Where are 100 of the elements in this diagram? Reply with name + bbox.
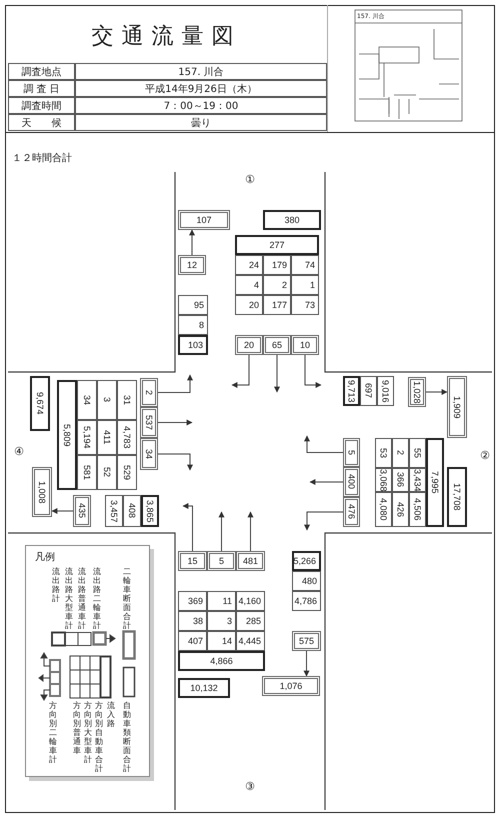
total-cell: 7,995 xyxy=(426,438,444,527)
count-cell: 53 xyxy=(375,438,392,468)
total-cell: 5,809 xyxy=(57,380,77,490)
arrow xyxy=(309,479,344,485)
field-value: 曇り xyxy=(75,114,327,131)
count-cell: 407 xyxy=(178,631,207,651)
count-box: 1,028 xyxy=(408,377,426,407)
arrow xyxy=(304,354,322,388)
count-box: 1,008 xyxy=(32,467,52,517)
count-box: 20 xyxy=(235,335,263,355)
count-cell: 34 xyxy=(77,380,97,420)
arrow xyxy=(189,229,195,256)
count-cell: 3 xyxy=(207,611,236,631)
count-box: 2 xyxy=(140,378,158,407)
count-cell: 14 xyxy=(207,631,236,651)
legend-text: 自動車類断面合計 xyxy=(122,701,132,773)
count-cell: 4,080 xyxy=(375,492,392,527)
count-cell: 366 xyxy=(392,468,409,492)
count-box: 575 xyxy=(292,631,321,651)
approach-number: ② xyxy=(479,448,491,463)
legend-text: 流出路二輪車計 xyxy=(92,567,102,630)
count-cell: 4,786 xyxy=(292,591,321,611)
count-box: 380 xyxy=(263,210,321,230)
count-cell: 697 xyxy=(360,376,377,406)
count-box: 1,076 xyxy=(262,676,320,696)
total-cell: 9,713 xyxy=(343,376,360,406)
approach-number: ① xyxy=(244,172,256,187)
count-box: 9,674 xyxy=(30,376,50,431)
count-cell: 4 xyxy=(235,275,263,295)
count-cell: 2 xyxy=(263,275,291,295)
arrow xyxy=(231,354,250,388)
arrow xyxy=(182,503,193,552)
count-box: 65 xyxy=(263,335,291,355)
count-cell: 31 xyxy=(117,380,137,420)
count-cell: 9,016 xyxy=(377,376,394,406)
count-cell: 179 xyxy=(263,255,291,275)
count-cell: 73 xyxy=(291,295,319,315)
count-box: 15 xyxy=(178,551,207,571)
approach-number: ④ xyxy=(13,444,25,459)
field-label: 調査時間 xyxy=(8,97,75,114)
count-cell: 411 xyxy=(97,420,117,455)
legend-text: 流入路 xyxy=(106,701,116,728)
count-cell: 3,457 xyxy=(105,495,123,527)
total-cell: 3,865 xyxy=(141,495,159,527)
legend-text: 方向別普通車 xyxy=(72,701,82,755)
legend-text: 方向別大型車計 xyxy=(83,701,93,764)
count-cell: 95 xyxy=(178,295,208,315)
count-cell: 529 xyxy=(117,455,137,490)
count-box: 1,909 xyxy=(447,376,467,438)
count-cell: 74 xyxy=(291,255,319,275)
field-value: 157. 川合 xyxy=(75,63,327,80)
arrow xyxy=(304,512,344,531)
count-box: 476 xyxy=(343,497,360,527)
count-box: 537 xyxy=(140,407,158,438)
field-label: 調 査 日 xyxy=(8,80,75,97)
arrow xyxy=(274,354,280,393)
total-cell: 5,266 xyxy=(292,551,321,571)
diagram-title: 交通流量図 xyxy=(90,22,242,50)
count-cell: 8 xyxy=(178,315,208,335)
legend-text: 方向別自動車合計 xyxy=(94,701,104,773)
arrow xyxy=(158,454,193,471)
count-box: 5 xyxy=(343,438,360,467)
arrow xyxy=(51,508,74,514)
arrow xyxy=(426,389,448,395)
count-cell: 20 xyxy=(235,295,263,315)
legend-text: 流出路計 xyxy=(51,567,61,603)
count-cell: 581 xyxy=(77,455,97,490)
count-cell: 24 xyxy=(235,255,263,275)
approach-number: ③ xyxy=(244,778,256,794)
count-box: 10,132 xyxy=(178,678,230,698)
count-cell: 4,445 xyxy=(236,631,265,651)
count-cell: 3 xyxy=(97,380,117,420)
count-cell: 3,434 xyxy=(409,468,426,492)
total-cell: 277 xyxy=(235,235,319,255)
count-cell: 55 xyxy=(409,438,426,468)
section-label: １２時間合計 xyxy=(12,152,73,166)
arrow xyxy=(158,420,193,426)
count-cell: 285 xyxy=(236,611,265,631)
count-cell: 38 xyxy=(178,611,207,631)
count-box: 435 xyxy=(73,495,91,527)
total-cell: 4,866 xyxy=(178,651,265,671)
count-box: 481 xyxy=(236,551,265,571)
count-cell: 369 xyxy=(178,591,207,611)
count-box: 12 xyxy=(178,255,206,275)
count-box: 400 xyxy=(343,467,360,497)
count-cell: 52 xyxy=(97,455,117,490)
arrow xyxy=(248,511,254,552)
legend-text: 流出路大型車計 xyxy=(64,567,74,630)
count-box: 10 xyxy=(291,335,319,355)
count-cell: 4,506 xyxy=(409,492,426,527)
count-box: 17,708 xyxy=(447,467,467,527)
field-value: 7：00～19：00 xyxy=(75,97,327,114)
legend-heading: 凡例 xyxy=(35,551,56,564)
count-cell: 3,068 xyxy=(375,468,392,492)
count-cell: 11 xyxy=(207,591,236,611)
field-value: 平成14年9月26日（木） xyxy=(75,80,327,97)
arrow xyxy=(304,435,344,453)
legend-text: 二輪車断面合計 xyxy=(122,567,132,630)
count-cell: 426 xyxy=(392,492,409,527)
count-cell: 408 xyxy=(123,495,141,527)
